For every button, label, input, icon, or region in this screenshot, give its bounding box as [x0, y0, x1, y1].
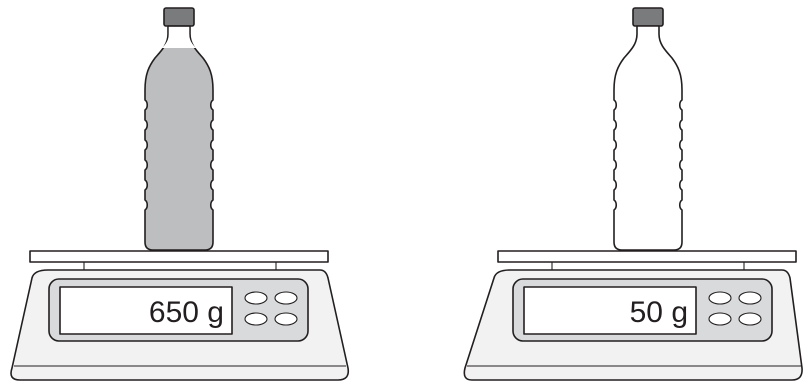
bottle-cap-icon	[633, 8, 663, 26]
right-display-reading: 50 g	[630, 296, 688, 329]
scale-button-icon[interactable]	[709, 292, 731, 304]
bottle-body	[145, 26, 213, 250]
scale-button-icon[interactable]	[739, 313, 761, 325]
right-bottle	[614, 8, 682, 250]
bottle-body	[614, 26, 682, 250]
scale-button-icon[interactable]	[275, 313, 297, 325]
scale-button-icon[interactable]	[709, 313, 731, 325]
left-bottle	[145, 8, 213, 250]
left-weighing-tray	[30, 251, 328, 270]
scale-button-icon[interactable]	[739, 292, 761, 304]
scale-button-icon[interactable]	[245, 313, 267, 325]
right-scale-group: 50 g	[464, 8, 802, 380]
scale-button-icon[interactable]	[245, 292, 267, 304]
bottle-cap-icon	[164, 8, 194, 26]
left-display-reading: 650 g	[149, 296, 224, 329]
scale-button-icon[interactable]	[275, 292, 297, 304]
right-weighing-tray	[498, 251, 796, 270]
left-scale-group: 650 g	[11, 8, 348, 380]
